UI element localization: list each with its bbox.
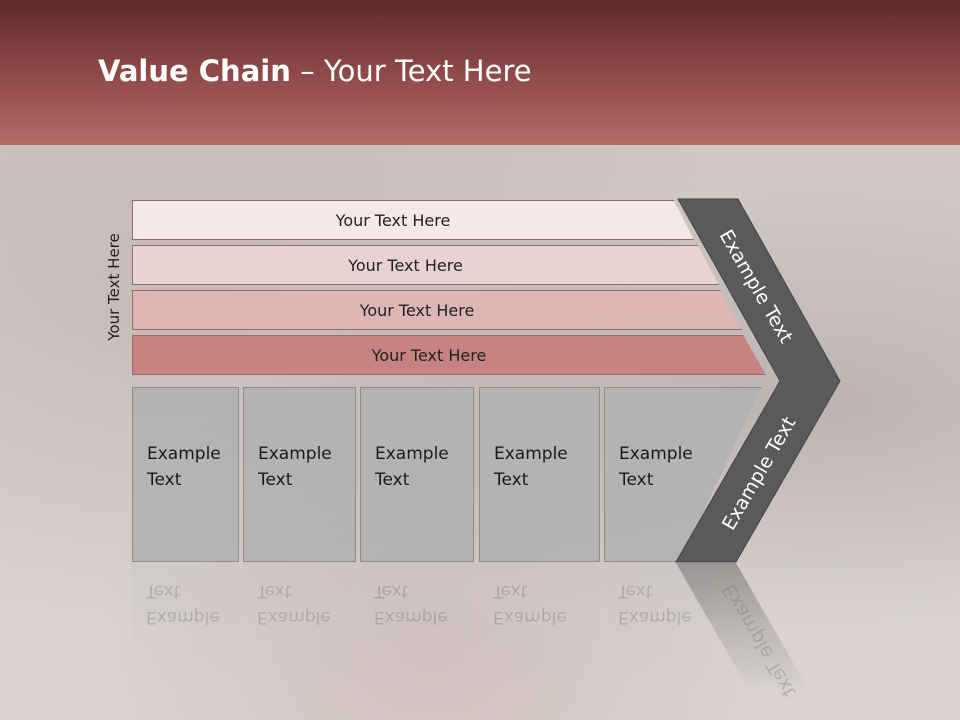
bar-3: Your Text Here — [132, 290, 742, 330]
column-1: Example Text — [132, 387, 239, 562]
bar-1: Your Text Here — [132, 200, 694, 240]
column-4-reflection — [479, 562, 600, 692]
column-2-reflection — [243, 562, 356, 692]
column-1-line1: Example — [147, 444, 221, 464]
title-separator: – — [290, 54, 324, 88]
title-banner: Value Chain – Your Text Here — [0, 0, 960, 145]
bar-3-label: Your Text Here — [359, 300, 475, 320]
column-3-reflection — [360, 562, 474, 692]
column-2-line1: Example — [258, 444, 332, 464]
column-2-line2: Text — [258, 470, 293, 490]
bar-4-label: Your Text Here — [371, 345, 487, 365]
bar-1-label: Your Text Here — [335, 210, 451, 230]
chevron-shape — [675, 198, 841, 563]
column-3-line2: Text — [375, 470, 410, 490]
column-2: Example Text — [243, 387, 356, 562]
title-rest: Your Text Here — [323, 54, 532, 88]
bar-2-label: Your Text Here — [348, 255, 463, 275]
column-5-line2: Text — [619, 470, 654, 490]
column-4-line1: Example — [494, 444, 568, 464]
column-4-line2: Text — [494, 470, 529, 490]
column-1-reflection — [132, 562, 239, 692]
chevron-reflection — [676, 563, 810, 692]
column-3: Example Text — [360, 387, 474, 562]
bar-4: Your Text Here — [132, 335, 766, 375]
column-4: Example Text — [479, 387, 600, 562]
column-5-line1: Example — [619, 444, 693, 464]
column-1-line2: Text — [147, 470, 182, 490]
slide-title: Value Chain – Your Text Here — [98, 54, 532, 88]
title-bold: Value Chain — [98, 54, 291, 88]
column-3-line1: Example — [375, 444, 449, 464]
bar-2: Your Text Here — [132, 245, 719, 285]
